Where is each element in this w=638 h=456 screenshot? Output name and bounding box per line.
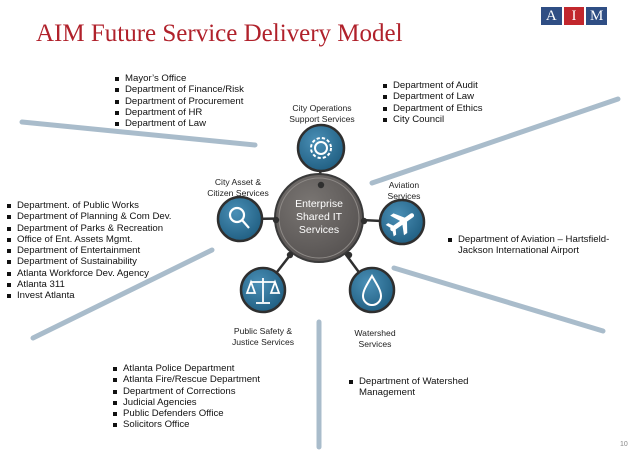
- city-asset-label-line-2: Citizen Services: [207, 187, 269, 198]
- list-item: Department of Watershed Management: [348, 376, 503, 399]
- city-ops-label: City Operations Support Services: [289, 103, 354, 124]
- city-asset-label: City Asset & Citizen Services: [207, 177, 269, 198]
- watershed-label-line-1: Watershed: [354, 328, 396, 338]
- list-item: Department of HR: [114, 107, 244, 118]
- page-title: AIM Future Service Delivery Model: [36, 20, 403, 47]
- aviation-node: [360, 198, 426, 246]
- list-item: Department of Planning & Com Dev.: [6, 211, 171, 222]
- page-number: 10: [620, 441, 628, 448]
- list-item: Judicial Agencies: [112, 397, 260, 408]
- watershed-department-list: Department of Watershed Management: [348, 376, 503, 399]
- list-item: Department of Finance/Risk: [114, 84, 244, 95]
- gear-icon: [310, 137, 332, 159]
- city-ops-department-list: Mayor’s Office Department of Finance/Ris…: [114, 73, 244, 129]
- list-item: Department of Parks & Recreation: [6, 223, 171, 234]
- list-item: Mayor’s Office: [114, 73, 244, 84]
- list-item: Department of Procurement: [114, 96, 244, 107]
- list-item: Atlanta 311: [6, 279, 171, 290]
- list-item: Department of Entertainment: [6, 245, 171, 256]
- hub-line-2: Shared IT: [296, 211, 343, 223]
- list-item: Department of Ethics: [382, 103, 483, 114]
- list-item: Department. of Public Works: [6, 200, 171, 211]
- city-ops-node: [296, 123, 346, 189]
- public-safety-label-line-2: Justice Services: [231, 336, 295, 347]
- aviation-label: Aviation Services: [388, 180, 421, 201]
- city-asset-label-line-1: City Asset &: [214, 177, 262, 187]
- list-item: Department of Aviation – Hartsfield-Jack…: [447, 234, 632, 257]
- connector-audit: [369, 96, 621, 186]
- public-safety-label: Public Safety & Justice Services: [232, 326, 294, 347]
- list-item: Invest Atlanta: [6, 290, 171, 301]
- public-safety-node: [239, 251, 294, 314]
- list-item: Department of Audit: [382, 80, 483, 91]
- public-safety-label-line-1: Public Safety &: [233, 326, 293, 336]
- logo-letter-a: A: [541, 7, 562, 25]
- watershed-node: [345, 251, 396, 314]
- list-item: Solicitors Office: [112, 419, 260, 430]
- list-item: Department of Law: [382, 91, 483, 102]
- city-ops-label-line-2: Support Services: [289, 113, 355, 124]
- watershed-label: Watershed Services: [354, 328, 395, 349]
- aviation-department-list: Department of Aviation – Hartsfield-Jack…: [447, 234, 632, 257]
- city-asset-department-list: Department. of Public Works Department o…: [6, 200, 171, 302]
- scales-icon: [245, 278, 281, 304]
- water-drop-icon: [361, 274, 383, 306]
- list-item: Department of Law: [114, 118, 244, 129]
- city-asset-node: [216, 195, 280, 243]
- hub-line-1: Enterprise: [295, 198, 343, 210]
- connector-public-safety: [30, 247, 215, 341]
- magnifier-icon: [228, 206, 250, 229]
- list-item: City Council: [382, 114, 483, 125]
- list-item: Department of Corrections: [112, 386, 260, 397]
- audit-department-list: Department of Audit Department of Law De…: [382, 80, 483, 125]
- aim-logo: A I M: [541, 7, 608, 25]
- list-item: Department of Sustainability: [6, 256, 171, 267]
- public-safety-department-list: Atlanta Police Department Atlanta Fire/R…: [112, 363, 260, 431]
- list-item: Atlanta Fire/Rescue Department: [112, 374, 260, 385]
- hub-line-3: Services: [299, 224, 339, 236]
- list-item: Atlanta Police Department: [112, 363, 260, 374]
- connector-lines: [19, 96, 621, 450]
- logo-letter-i: I: [563, 7, 585, 25]
- list-item: Atlanta Workforce Dev. Agency: [6, 268, 171, 279]
- connector-aviation: [391, 265, 606, 334]
- hub-node: Enterprise Shared IT Services: [274, 173, 364, 263]
- aviation-label-line-1: Aviation: [388, 180, 420, 190]
- watershed-label-line-2: Services: [358, 338, 392, 349]
- airplane-icon: [385, 213, 415, 237]
- aviation-label-line-2: Services: [387, 190, 421, 201]
- list-item: Public Defenders Office: [112, 408, 260, 419]
- logo-letter-m: M: [586, 7, 608, 25]
- list-item: Office of Ent. Assets Mgmt.: [6, 234, 171, 245]
- city-ops-label-line-1: City Operations: [292, 103, 352, 113]
- connector-city-ops: [19, 119, 258, 148]
